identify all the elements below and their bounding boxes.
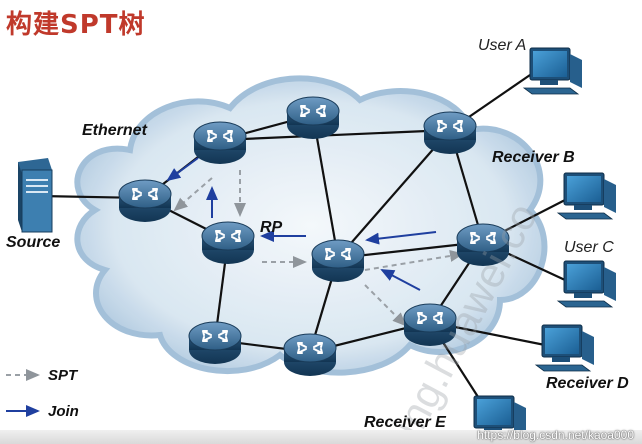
receiver-d-label: Receiver D [546, 375, 629, 392]
router-icon-rp [311, 239, 365, 283]
legend-spt-label: SPT [48, 367, 79, 384]
router-icon-top-left [193, 121, 247, 165]
receiver-d-pc-icon [535, 324, 595, 372]
receiver-e-label: Receiver E [364, 414, 447, 431]
watermark-url: https://blog.csdn.net/kaoa000 [477, 428, 634, 442]
source-label: Source [6, 234, 60, 251]
user-a-pc-icon [523, 47, 583, 95]
legend: SPT Join [6, 367, 79, 420]
legend-join-label: Join [48, 403, 79, 420]
ethernet-label: Ethernet [82, 122, 148, 139]
footer-bar [0, 430, 642, 444]
source-server-icon [18, 158, 53, 233]
rp-label: RP [260, 219, 283, 236]
router-icon-ethernet [118, 179, 172, 223]
network-cloud [74, 75, 548, 376]
join-path-arrows [166, 157, 437, 291]
user-c-pc-icon [557, 260, 617, 308]
spt-path-arrows [173, 170, 464, 327]
page-title: 构建SPT树 [6, 10, 146, 40]
receiver-b-label: Receiver B [492, 149, 575, 166]
receiver-b-pc-icon [557, 172, 617, 220]
router-icon-bottom-center [283, 333, 337, 377]
user-c-label: User C [564, 239, 614, 256]
router-icon-top-center [286, 96, 340, 140]
router-icon-bottom-left [188, 321, 242, 365]
router-icon-top-right [423, 111, 477, 155]
router-icon-left-middle [201, 221, 255, 265]
user-a-label: User A [478, 37, 526, 54]
